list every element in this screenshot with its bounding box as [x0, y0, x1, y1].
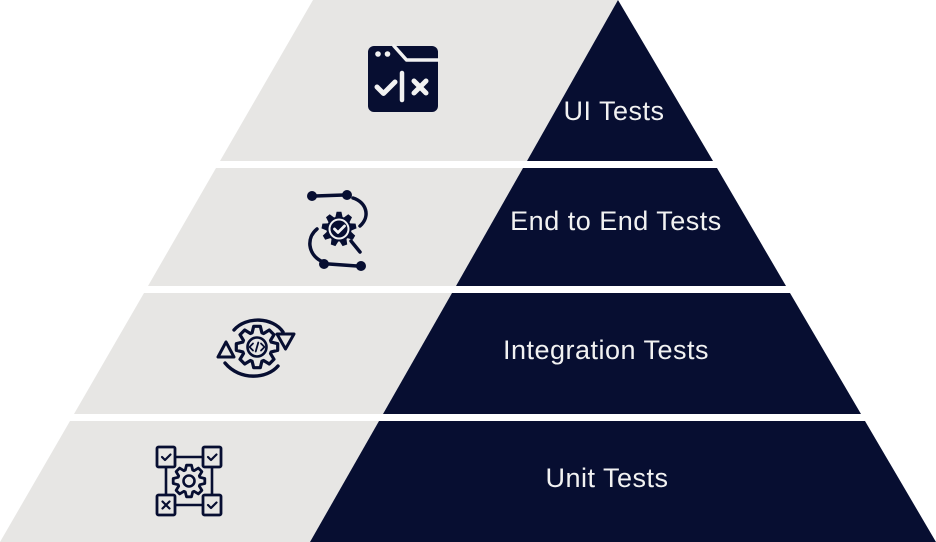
e2e-flow-icon	[307, 190, 368, 271]
unit-test-modules-icon	[155, 445, 223, 517]
arrow-down-icon	[275, 332, 296, 351]
arc-top	[232, 318, 285, 334]
checkbox-icon	[201, 493, 223, 517]
gear-icon	[171, 463, 207, 499]
end-to-end-tests-label: End to End Tests	[510, 206, 722, 236]
check-icon	[374, 79, 398, 96]
x-mark-icon	[411, 78, 429, 96]
checkbox-icon	[155, 445, 177, 469]
code-bracket-right-icon	[260, 342, 266, 352]
check-icon	[333, 224, 346, 234]
gear-icon	[234, 324, 280, 370]
handle-icon	[349, 239, 362, 254]
code-slash-icon	[254, 341, 260, 353]
integration-sync-gear-icon	[216, 318, 296, 378]
check-icon	[206, 453, 218, 462]
checkbox-icon	[201, 445, 223, 469]
integration-tests-label: Integration Tests	[503, 335, 709, 365]
x-mark-icon	[161, 500, 171, 510]
level-2-right-shape	[456, 168, 786, 286]
window-test-icon	[368, 44, 440, 112]
check-icon	[160, 453, 172, 462]
level-3-right-shape	[383, 293, 861, 414]
check-icon	[206, 501, 218, 510]
window-dot-icon	[375, 51, 381, 57]
arrow-up-icon	[216, 340, 236, 359]
window-dot-icon	[384, 51, 391, 57]
code-bracket-left-icon	[248, 342, 254, 352]
unit-tests-label: Unit Tests	[545, 463, 668, 493]
arc-bottom	[223, 361, 280, 378]
level-4-right-shape	[310, 421, 936, 542]
ui-tests-label: UI Tests	[563, 96, 664, 126]
level-1-right-shape	[527, 0, 713, 161]
